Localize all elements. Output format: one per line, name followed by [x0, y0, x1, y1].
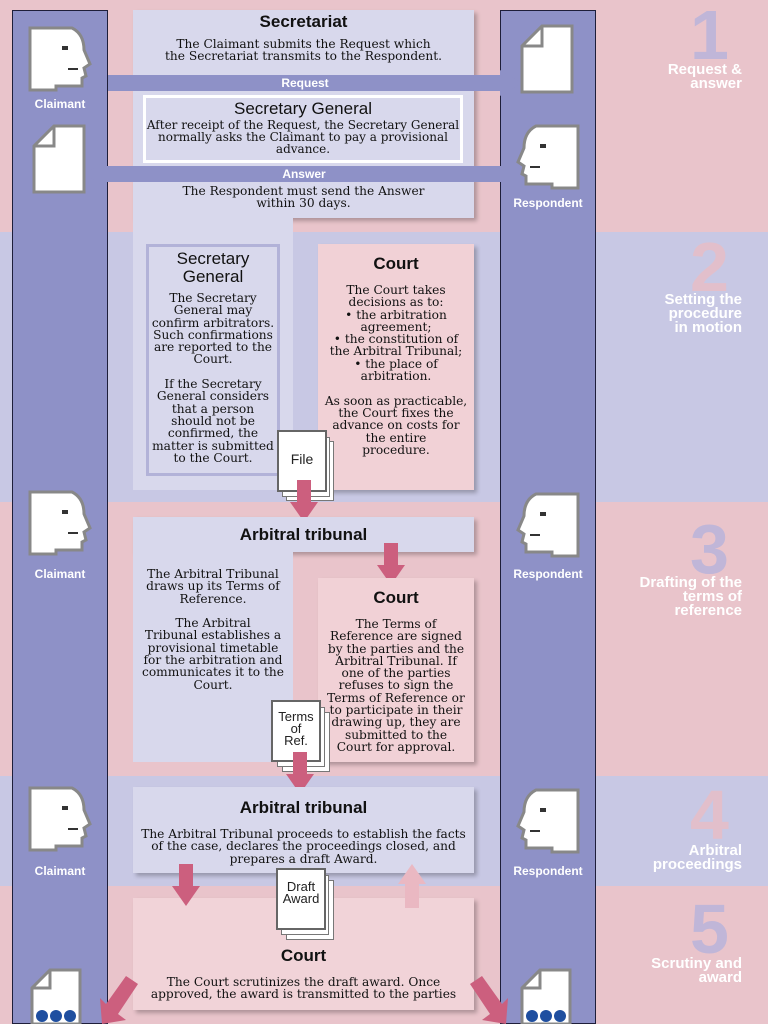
court-2-text: The Court takes decisions as to: • the a… — [324, 283, 468, 457]
claimant-label-3: Claimant — [34, 567, 86, 581]
tribunal-to-court-arrow — [377, 543, 405, 585]
claimant-document-icon — [32, 124, 86, 194]
stage-5-label: Scrutiny and award — [651, 955, 742, 986]
respondent-label-4: Respondent — [513, 864, 583, 878]
stage-4-label: Arbitral proceedings — [652, 842, 742, 873]
stage-2-number: 2 — [690, 228, 729, 306]
file-down-arrow — [290, 480, 318, 522]
claimant-head-icon-3 — [28, 490, 92, 556]
secretariat-text: The Claimant submits the Request which t… — [165, 37, 442, 64]
secretary-general-text: After receipt of the Request, the Secret… — [146, 118, 460, 156]
award-arrow-left — [100, 976, 138, 1024]
court-2-box: Court The Court takes decisions as to: •… — [318, 244, 474, 490]
court-2-title: Court — [373, 254, 419, 273]
respondent-label-1: Respondent — [513, 196, 583, 210]
answer-label: Answer — [282, 167, 326, 181]
tribunal-4-box: Arbitral tribunal The Arbitral Tribunal … — [133, 787, 474, 873]
award-arrow-right — [470, 976, 508, 1024]
answer-arrow-head — [84, 161, 106, 187]
draft-award-label: Draft Award — [282, 879, 320, 906]
request-label: Request — [281, 76, 329, 90]
secretariat-box: Secretariat The Claimant submits the Req… — [133, 10, 474, 218]
court-3-title: Court — [373, 588, 419, 607]
answer-text: The Respondent must send the Answer with… — [182, 184, 425, 211]
request-arrow: Request — [108, 75, 502, 91]
claimant-label-1: Claimant — [34, 97, 86, 111]
secretariat-title: Secretariat — [259, 12, 348, 31]
secretary-general-2-title: Secretary General — [176, 249, 250, 286]
respondent-head-icon-3 — [516, 492, 580, 558]
claimant-award-document-icon — [30, 968, 82, 1024]
court-5-text: The Court scrutinizes the draft award. O… — [150, 975, 457, 1002]
stage-5-number: 5 — [690, 890, 729, 968]
tribunal-4-text: The Arbitral Tribunal proceeds to establ… — [141, 827, 466, 866]
secretary-general-2-text: The Secretary General may confirm arbitr… — [151, 291, 275, 465]
tribunal-3-panel: The Arbitral Tribunal draws up its Terms… — [133, 552, 293, 762]
stage-2-label: Setting the procedure in motion — [664, 291, 743, 336]
request-arrow-head — [500, 70, 522, 96]
secretary-general-title: Secretary General — [234, 99, 372, 118]
stage-1-label: Request & answer — [667, 61, 742, 92]
court-5-title: Court — [280, 946, 327, 965]
respondent-head-icon-4 — [516, 788, 580, 854]
answer-arrow: Answer — [104, 166, 504, 182]
tribunal-3-text: The Arbitral Tribunal draws up its Terms… — [142, 567, 284, 692]
file-label: File — [290, 451, 314, 467]
stage-1-number: 1 — [690, 0, 729, 74]
respondent-document-icon — [520, 24, 574, 94]
secretary-general-2-box: Secretary General The Secretary General … — [146, 244, 280, 476]
stage-4-number: 4 — [690, 776, 729, 854]
terms-down-arrow — [286, 752, 314, 794]
secretary-general-box: Secretary General After receipt of the R… — [143, 95, 463, 163]
stage-3-label: Drafting of the terms of reference — [639, 574, 743, 619]
respondent-head-icon — [516, 124, 580, 190]
tribunal-3-title: Arbitral tribunal — [239, 525, 368, 544]
claimant-head-icon-4 — [28, 786, 92, 852]
respondent-label-3: Respondent — [513, 567, 583, 581]
draft-down-arrow-left — [172, 864, 200, 906]
claimant-head-icon — [28, 26, 92, 92]
draft-up-arrow-right — [398, 864, 426, 908]
stage-3-number: 3 — [690, 510, 729, 588]
terms-of-reference-label: Terms of Ref. — [278, 709, 314, 748]
tribunal-4-title: Arbitral tribunal — [239, 798, 368, 817]
court-3-box: Court The Terms of Reference are signed … — [318, 578, 474, 762]
tribunal-3-header: Arbitral tribunal — [133, 517, 474, 552]
court-3-text: The Terms of Reference are signed by the… — [327, 617, 465, 754]
respondent-award-document-icon — [520, 968, 572, 1024]
claimant-label-4: Claimant — [34, 864, 86, 878]
